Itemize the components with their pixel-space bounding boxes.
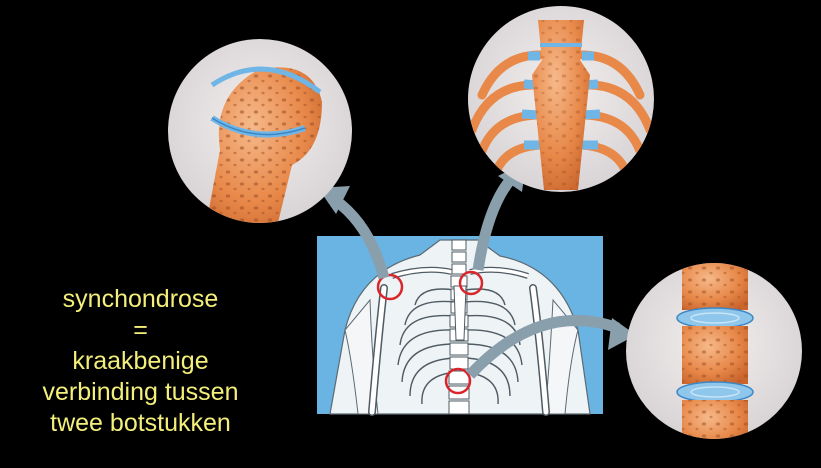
humerus-head-detail — [168, 39, 352, 223]
skeleton-panel — [317, 236, 603, 416]
curved-arrow-icon — [465, 314, 636, 379]
caption-definition-line-2: verbinding tussen — [42, 378, 239, 406]
marker-vertebra — [444, 367, 472, 395]
marker-humerus-head — [376, 273, 404, 301]
spine-detail — [626, 263, 802, 439]
caption-definition-line-3: twee botstukken — [50, 409, 231, 437]
definition-caption: synchondrose = kraakbenige verbinding tu… — [8, 284, 273, 439]
marker-rib-junction — [458, 270, 484, 296]
caption-term: synchondrose — [62, 285, 219, 313]
caption-definition-line-1: kraakbenige — [72, 347, 209, 375]
caption-equals: = — [133, 316, 148, 344]
rib-cage-detail — [468, 6, 654, 192]
